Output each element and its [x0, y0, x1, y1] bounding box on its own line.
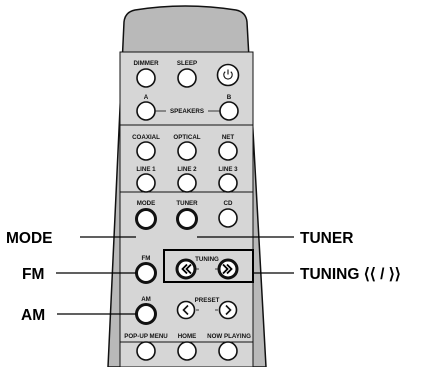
line3-button[interactable]	[218, 173, 238, 193]
line2-label: LINE 2	[177, 166, 197, 173]
optical-button[interactable]	[177, 141, 197, 161]
speakers-b-label: B	[227, 94, 232, 101]
net-button[interactable]	[218, 141, 238, 161]
speakers-a-label: A	[144, 94, 149, 101]
preset-down-button[interactable]	[176, 300, 196, 320]
mode-label: MODE	[137, 200, 156, 207]
am-callout: AM	[21, 307, 45, 324]
line3-label: LINE 3	[218, 166, 238, 173]
now-playing-label: NOW PLAYING	[207, 333, 251, 340]
am-label: AM	[141, 296, 151, 303]
chevron-right-icon	[225, 304, 232, 316]
am-button[interactable]	[135, 303, 157, 325]
home-button[interactable]	[177, 341, 197, 361]
mode-button[interactable]	[135, 208, 157, 230]
net-label: NET	[222, 134, 235, 141]
tuning-callout: TUNING ⟨⟨ / ⟩⟩	[300, 266, 401, 283]
dimmer-button[interactable]	[136, 68, 156, 88]
line2-button[interactable]	[177, 173, 197, 193]
power-button[interactable]	[216, 63, 240, 87]
speakers-label: SPEAKERS	[170, 108, 204, 115]
tuner-label: TUNER	[176, 200, 198, 207]
coaxial-button[interactable]	[136, 141, 156, 161]
fm-label: FM	[142, 255, 151, 262]
tuning-label: TUNING	[195, 256, 219, 263]
now-playing-button[interactable]	[218, 341, 238, 361]
fm-callout: FM	[22, 266, 44, 283]
line1-label: LINE 1	[136, 166, 156, 173]
double-chevron-left-icon	[181, 263, 192, 275]
chevron-left-icon	[182, 304, 189, 316]
sleep-label: SLEEP	[177, 60, 197, 67]
line1-button[interactable]	[136, 173, 156, 193]
popup-menu-label: POP-UP MENU	[124, 333, 168, 340]
speakers-a-button[interactable]	[136, 101, 156, 121]
preset-label: PRESET	[195, 297, 220, 304]
popup-menu-button[interactable]	[136, 341, 156, 361]
cd-label: CD	[224, 200, 233, 207]
home-label: HOME	[178, 333, 197, 340]
sleep-button[interactable]	[177, 68, 197, 88]
dimmer-label: DIMMER	[133, 60, 159, 67]
coaxial-label: COAXIAL	[132, 134, 160, 141]
preset-up-button[interactable]	[218, 300, 238, 320]
mode-callout: MODE	[6, 230, 53, 247]
cd-button[interactable]	[218, 208, 238, 228]
fm-button[interactable]	[135, 262, 157, 284]
tuner-button[interactable]	[176, 208, 198, 230]
tuner-callout: TUNER	[300, 230, 353, 247]
power-icon	[223, 69, 233, 80]
double-chevron-right-icon	[222, 263, 233, 275]
optical-label: OPTICAL	[173, 134, 200, 141]
speakers-b-button[interactable]	[219, 101, 239, 121]
